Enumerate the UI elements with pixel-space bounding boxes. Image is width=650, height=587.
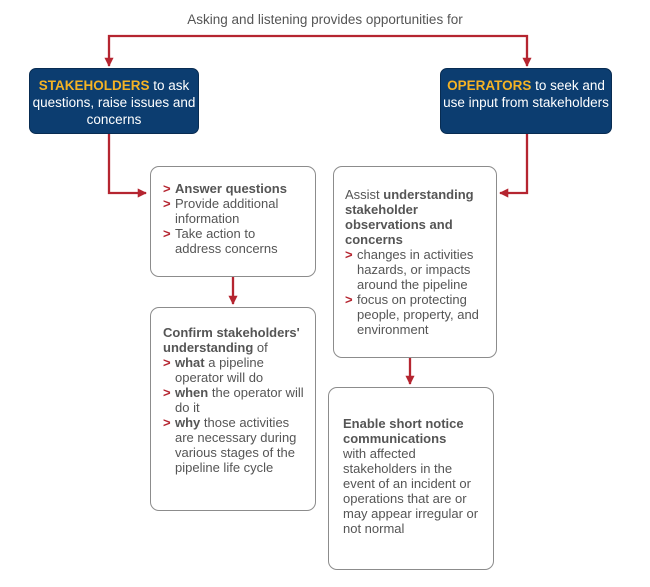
list-item: > why those activities are necessary duri…: [163, 415, 305, 475]
list-item: > when the operator will do it: [163, 385, 305, 415]
bullet-marker: >: [163, 415, 171, 430]
confirm-item-text: those activities are necessary during va…: [175, 415, 297, 475]
list-item: > changes in activities hazards, or impac…: [345, 247, 486, 292]
assist-heading-bold: understanding stakeholder observations a…: [345, 187, 474, 247]
confirm-heading-bold: Confirm stakeholders' understanding: [163, 325, 300, 355]
confirm-item-bold: when: [175, 385, 209, 400]
enable-communications-box: Enable short notice communications with …: [328, 387, 494, 570]
split-arrow-left: [104, 34, 325, 67]
assist-heading: Assist understanding stakeholder observa…: [345, 187, 486, 247]
operators-header: OPERATORS to seek and use input from sta…: [440, 68, 612, 134]
confirm-item-bold: what: [175, 355, 205, 370]
confirm-item-bold: why: [175, 415, 201, 430]
bullet-marker: >: [163, 385, 171, 400]
confirm-heading: Confirm stakeholders' understanding of: [163, 325, 305, 355]
answer-item-text: Take action to address concerns: [175, 226, 278, 256]
assist-item-text: focus on protecting people, property, an…: [357, 292, 479, 337]
answer-item-text: Answer questions: [175, 181, 287, 196]
operators-header-text: to seek and use input from stakeholders: [443, 78, 609, 110]
bullet-marker: >: [163, 181, 171, 196]
assist-understanding-box: Assist understanding stakeholder observa…: [333, 166, 497, 358]
split-arrow-right: [325, 34, 532, 67]
list-item: > Take action to address concerns: [163, 226, 305, 256]
assist-item-text: changes in activities hazards, or impact…: [357, 247, 474, 292]
answer-item-text: Provide additional information: [175, 196, 279, 226]
list-item: > what a pipeline operator will do: [163, 355, 305, 385]
list-item: > Answer questions: [163, 181, 305, 196]
confirm-item-text: the operator will do it: [175, 385, 304, 415]
confirm-understanding-box: Confirm stakeholders' understanding of >…: [150, 307, 316, 511]
bullet-marker: >: [163, 196, 171, 211]
arrow-stakeholders-to-answer: [107, 134, 147, 198]
enable-heading: Enable short notice communications: [343, 416, 464, 446]
assist-lead: Assist: [345, 187, 384, 202]
enable-body: with affected stakeholders in the event …: [343, 446, 479, 536]
operators-header-highlight: OPERATORS: [447, 78, 532, 93]
answer-questions-box: > Answer questions > Provide additional in…: [150, 166, 316, 277]
bullet-marker: >: [163, 226, 171, 241]
diagram-title: Asking and listening provides opportunit…: [187, 12, 463, 27]
bullet-marker: >: [163, 355, 171, 370]
confirm-heading-suffix: of: [253, 340, 268, 355]
arrow-operators-to-assist: [499, 134, 529, 198]
stakeholders-header: STAKEHOLDERS to ask questions, raise iss…: [29, 68, 199, 134]
bullet-marker: >: [345, 292, 353, 307]
stakeholders-header-text: to ask questions, raise issues and conce…: [32, 78, 196, 127]
bullet-marker: >: [345, 247, 353, 262]
list-item: > Provide additional information: [163, 196, 305, 226]
confirm-item-text: a pipeline operator will do: [175, 355, 264, 385]
stakeholders-header-highlight: STAKEHOLDERS: [38, 78, 150, 93]
list-item: > focus on protecting people, property, a…: [345, 292, 486, 337]
